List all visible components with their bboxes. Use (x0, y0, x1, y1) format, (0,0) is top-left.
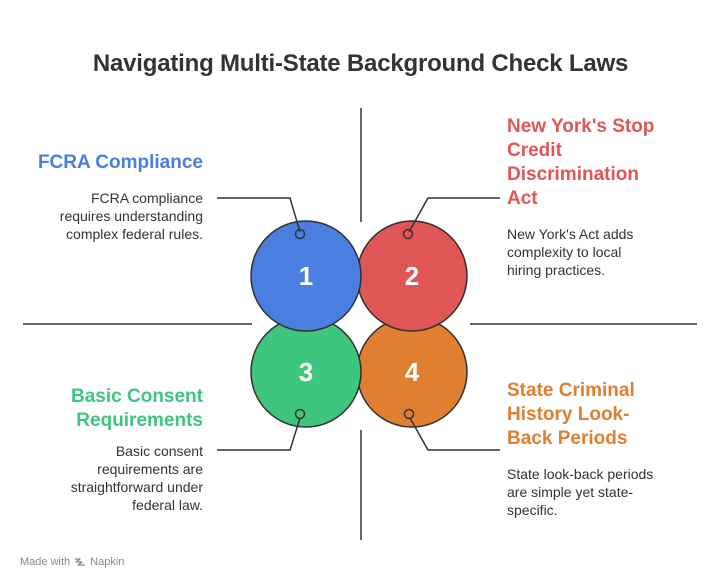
section-3-heading: Basic Consent Requirements (71, 386, 203, 431)
connector-dot-2 (402, 228, 414, 240)
circle-number-1: 1 (299, 261, 313, 291)
made-with-napkin-footer: Made with Napkin (20, 556, 124, 568)
connector-2 (408, 197, 500, 233)
circle-1 (250, 220, 362, 332)
section-1-heading: FCRA Compliance (37, 152, 203, 173)
footer-brand: Napkin (90, 556, 125, 568)
section-2-heading: New York's Stop Credit Discrimination Ac… (507, 116, 655, 209)
connector-dot-4 (403, 408, 415, 420)
section-2-description: New York's Act adds complexity to local … (507, 226, 634, 278)
circle-number-4: 4 (405, 357, 420, 387)
connector-dot-3 (294, 408, 306, 420)
section-4-description: State look-back periods are simple yet s… (507, 466, 654, 518)
napkin-logo-icon (74, 556, 86, 568)
section-4-heading: State Criminal History Look- Back Period… (507, 380, 635, 449)
connector-dot-1 (294, 228, 306, 240)
circle-number-2: 2 (405, 261, 419, 291)
footer-prefix: Made with (20, 556, 71, 568)
section-3-description: Basic consent requirements are straightf… (70, 443, 203, 513)
circle-number-3: 3 (299, 357, 313, 387)
connector-3 (217, 417, 301, 451)
connector-4 (409, 417, 500, 451)
connector-1 (217, 197, 301, 233)
section-1-description: FCRA compliance requires understanding c… (59, 190, 203, 242)
diagram-title: Navigating Multi-State Background Check … (92, 50, 629, 77)
